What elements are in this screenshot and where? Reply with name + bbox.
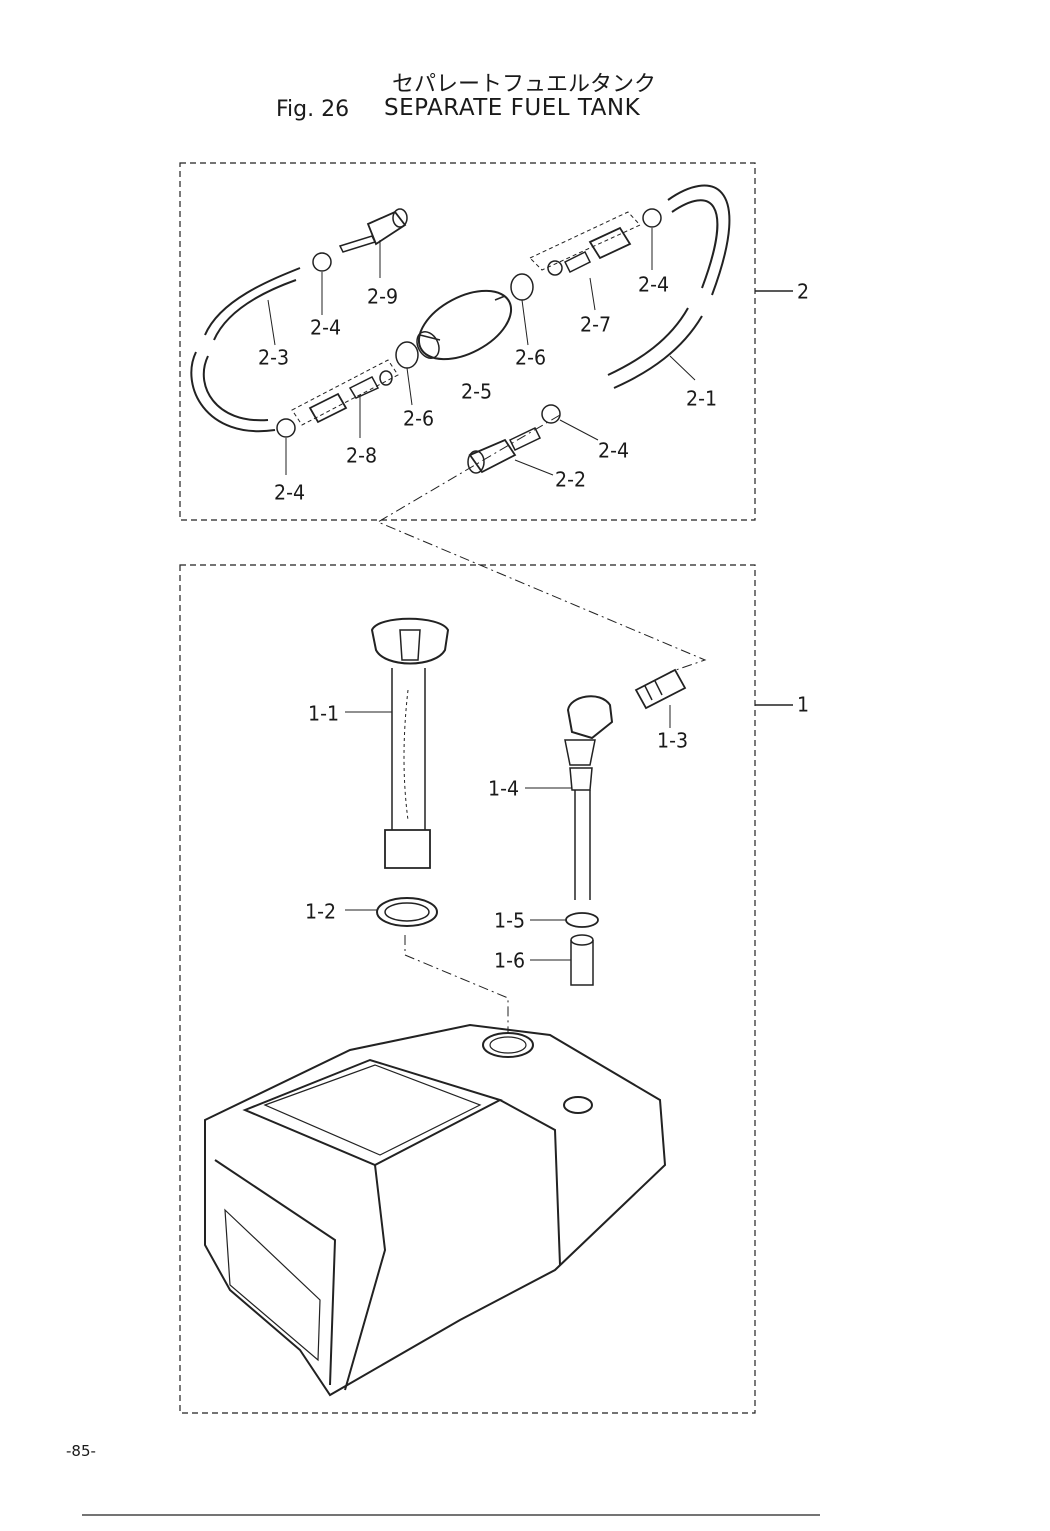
page-number: -85- <box>66 1442 96 1460</box>
callout-leaders <box>267 228 696 961</box>
hose-to-tank-connection-line <box>376 414 707 673</box>
figure-number: Fig. 26 <box>276 97 350 122</box>
callout-1-2: 1-2 <box>305 900 337 924</box>
callout-2-5: 2-5 <box>461 380 493 404</box>
callout-2-8: 2-8 <box>346 444 378 468</box>
cap-to-tank-connection-line <box>404 935 509 1032</box>
group-label-1: 1 <box>797 693 810 717</box>
callout-2-6-b: 2-6 <box>515 346 547 370</box>
filter-1-6 <box>570 934 594 986</box>
connector-2-2 <box>467 427 542 474</box>
fuel-tank-assembly-box <box>179 564 756 1414</box>
callout-2-3: 2-3 <box>258 346 290 370</box>
primer-bulb-2-5 <box>416 289 513 361</box>
pickup-tube-1-4 <box>564 695 614 900</box>
connector-2-9 <box>338 208 408 253</box>
valve-2-8 <box>308 370 393 424</box>
callout-2-4-a: 2-4 <box>310 316 342 340</box>
valve-2-7-group <box>529 211 641 271</box>
callout-2-7: 2-7 <box>580 313 612 337</box>
oring-1-2-inner <box>384 902 430 922</box>
oring-1-2 <box>376 897 438 927</box>
oring-1-5 <box>565 912 599 928</box>
filler-gauge-1-1 <box>370 617 450 869</box>
figure-title: SEPARATE FUEL TANK <box>384 95 641 121</box>
group-label-2: 2 <box>797 280 810 304</box>
fuel-tank <box>204 1023 667 1397</box>
fitting-1-3 <box>634 668 687 710</box>
callout-1-6: 1-6 <box>494 949 526 973</box>
fuel-line-assembly-box <box>179 162 756 521</box>
callout-2-4-b: 2-4 <box>274 481 306 505</box>
figure-title-japanese: セパレートフュエルタンク <box>392 72 657 97</box>
callout-1-5: 1-5 <box>494 909 526 933</box>
callout-2-2: 2-2 <box>555 468 587 492</box>
hose-2-1 <box>607 184 731 389</box>
callout-2-6-a: 2-6 <box>403 407 435 431</box>
valve-2-7 <box>547 226 632 276</box>
sleeve-2-6-left <box>395 341 419 369</box>
sleeve-2-6-right <box>510 273 534 301</box>
callout-2-1: 2-1 <box>686 387 718 411</box>
clamp-2-4-top-right <box>642 208 662 228</box>
callout-2-9: 2-9 <box>367 285 399 309</box>
callout-2-4-d: 2-4 <box>598 439 630 463</box>
hose-2-3 <box>190 267 301 433</box>
callout-2-4-c: 2-4 <box>638 273 670 297</box>
valve-2-8-group <box>291 359 399 426</box>
clamp-2-4-top-left <box>312 252 332 272</box>
callout-1-3: 1-3 <box>657 729 689 753</box>
clamp-2-4-center <box>541 404 561 424</box>
callout-1-4: 1-4 <box>488 777 520 801</box>
clamp-2-4-bottom-left <box>276 418 296 438</box>
callout-1-1: 1-1 <box>308 702 340 726</box>
